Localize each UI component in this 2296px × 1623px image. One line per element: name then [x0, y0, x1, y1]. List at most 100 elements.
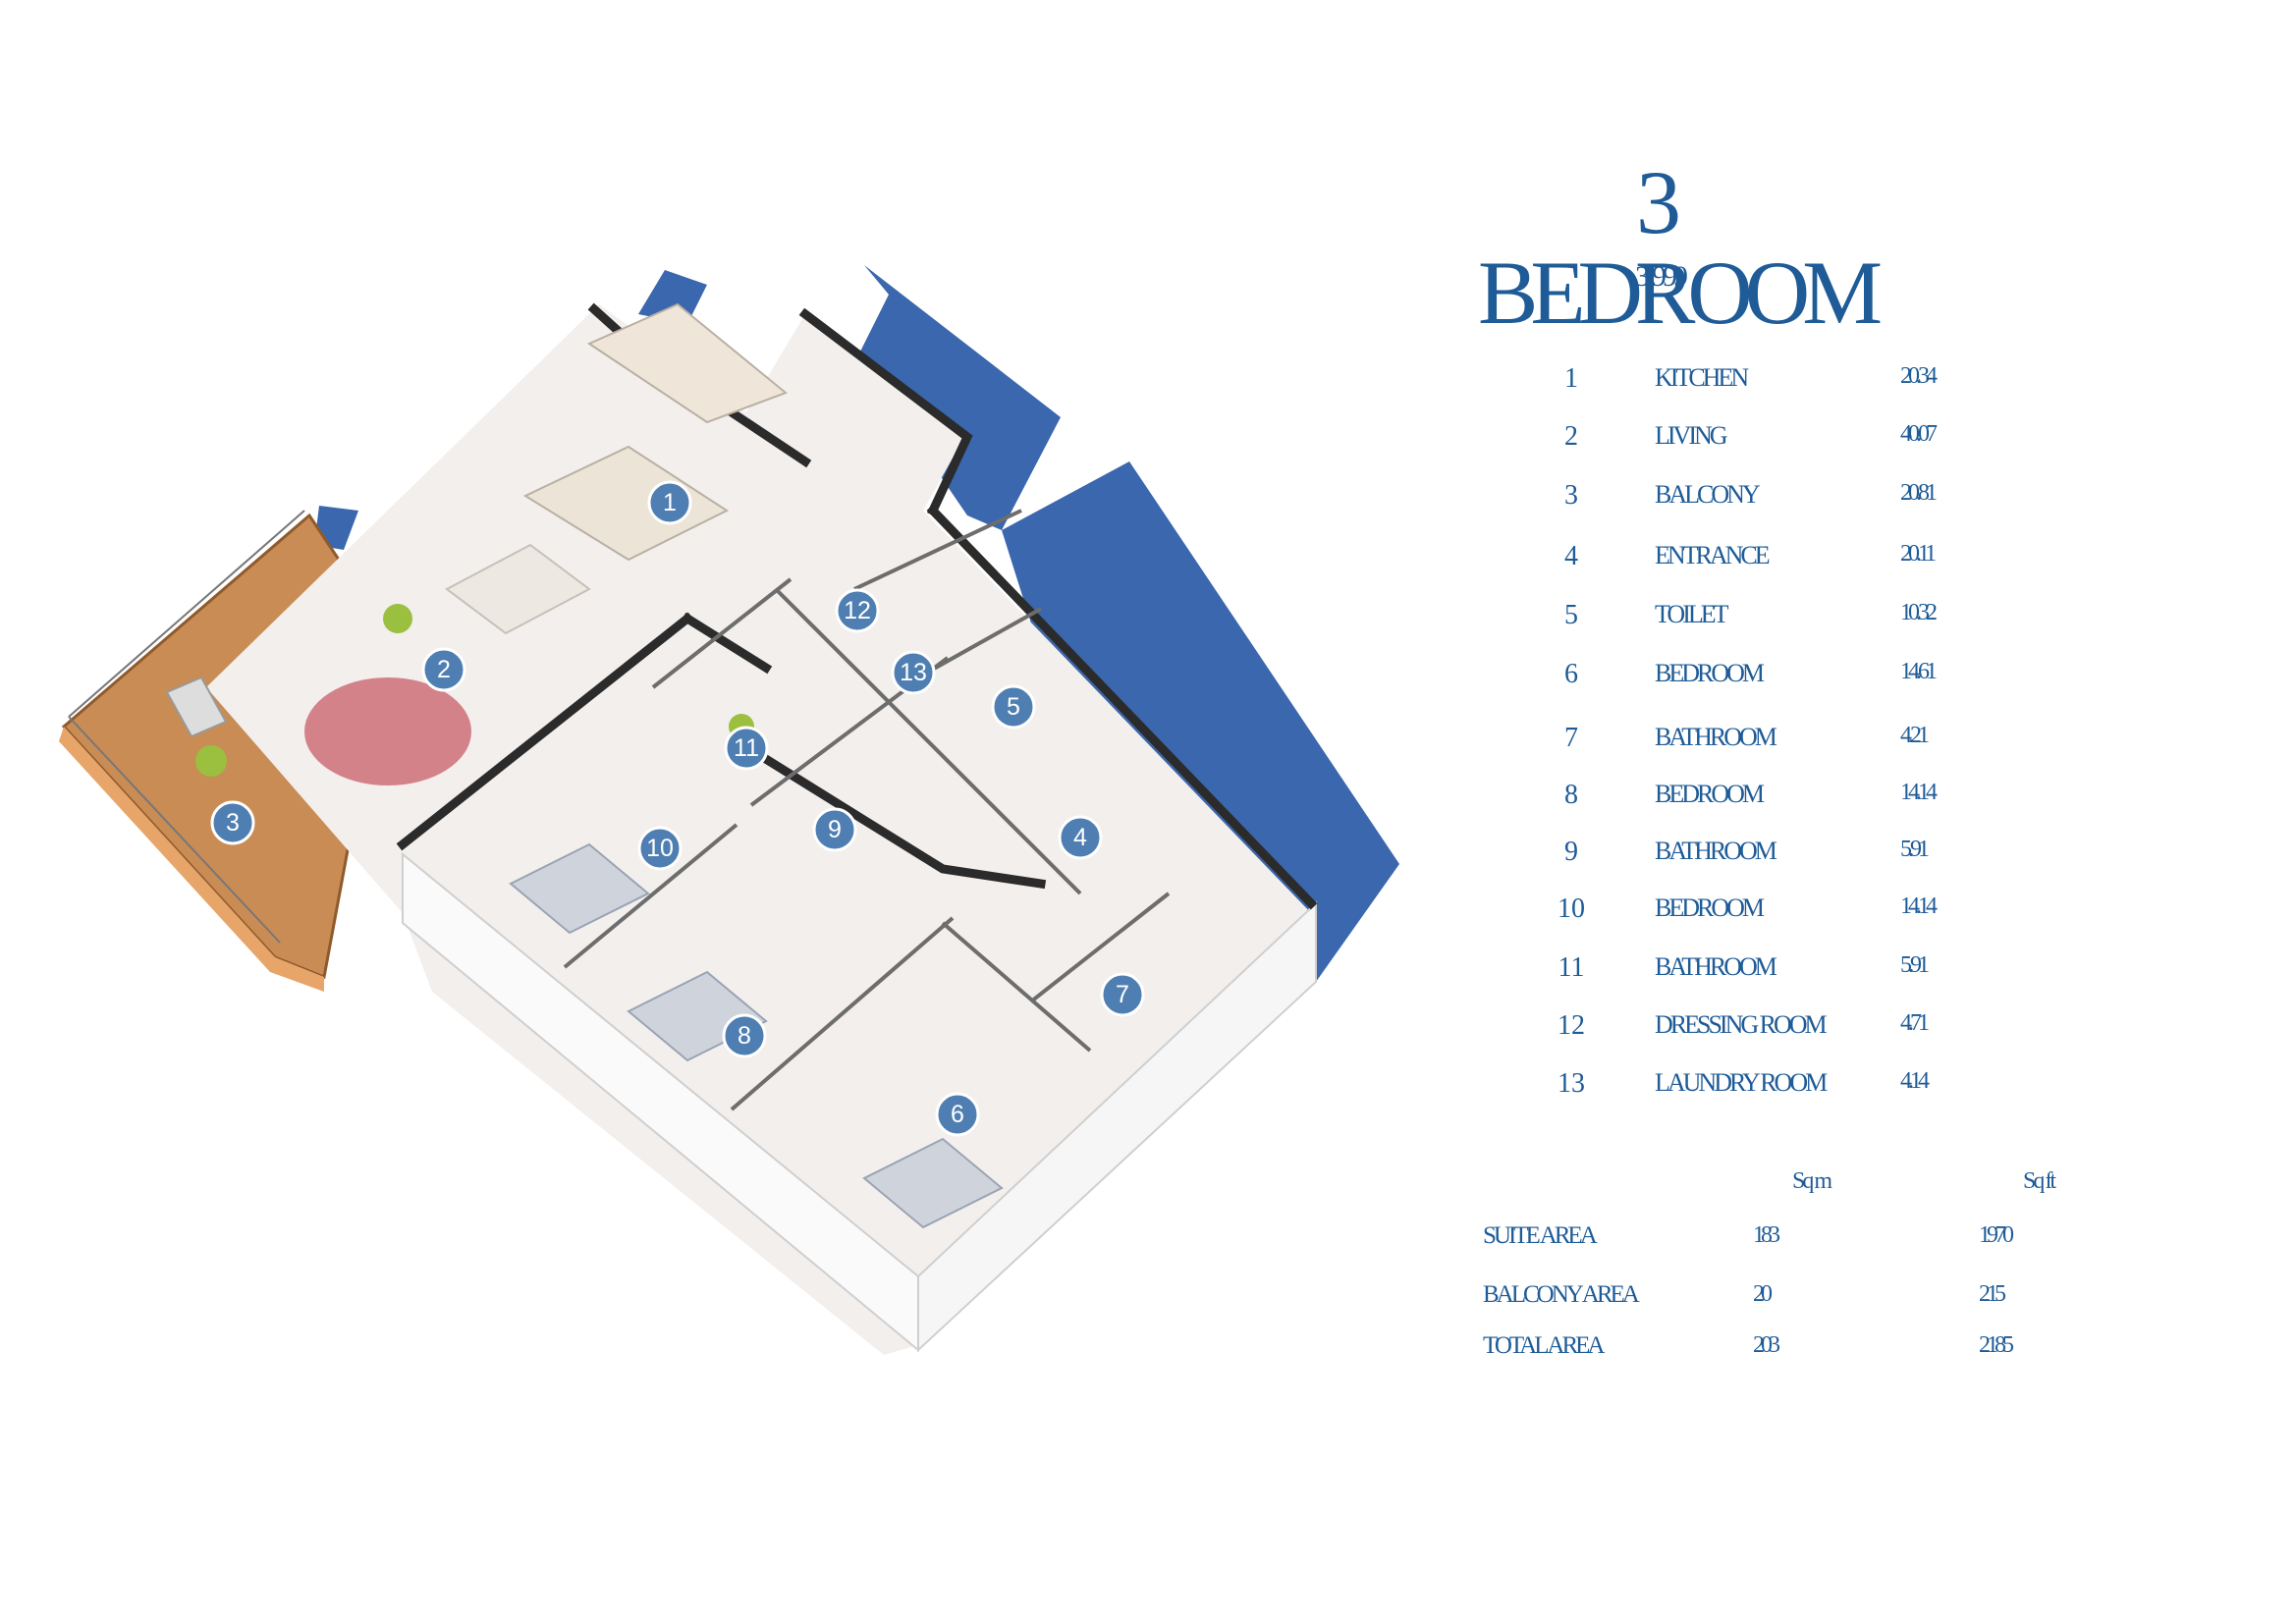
svg-text:2: 2 — [437, 656, 451, 683]
room-name: LIVING — [1655, 421, 1728, 450]
room-row: 4 ENTRANCE 20.11 — [1532, 541, 1984, 580]
room-name: BATHROOM — [1655, 952, 1777, 981]
room-marker-4: 4 — [1058, 815, 1103, 860]
svg-text:1: 1 — [663, 489, 677, 516]
room-marker-9: 9 — [812, 807, 857, 852]
summary-sqm: 183 — [1753, 1222, 1780, 1248]
summary-sqft: 215 — [1979, 1281, 2006, 1307]
room-marker-12: 12 — [835, 588, 880, 633]
room-marker-5: 5 — [991, 684, 1036, 730]
room-name: BATHROOM — [1655, 723, 1777, 751]
room-name: DRESSING ROOM — [1655, 1010, 1828, 1039]
room-area: 20.81 — [1900, 480, 1938, 506]
summary-label: SUITE AREA — [1483, 1222, 1598, 1249]
page-title: 3 BEDROOM — [1478, 152, 1883, 343]
room-number: 9 — [1564, 837, 1578, 867]
room-row: 1 KITCHEN 20.34 — [1532, 363, 1984, 403]
room-name: BEDROOM — [1655, 780, 1765, 808]
room-row: 9 BATHROOM 5.91 — [1532, 837, 1984, 876]
room-name: BALCONY — [1655, 480, 1761, 509]
floor-base — [206, 304, 1316, 1355]
room-row: 3 BALCONY 20.81 — [1532, 480, 1984, 519]
svg-text:7: 7 — [1116, 981, 1129, 1008]
room-marker-2: 2 — [421, 647, 466, 692]
room-number: 13 — [1558, 1068, 1585, 1099]
room-area: 5.91 — [1900, 837, 1930, 862]
balcony-edge — [59, 727, 324, 992]
summary-header-sqm: Sq m — [1792, 1168, 1832, 1194]
summary-label: TOTAL AREA — [1483, 1332, 1605, 1359]
room-marker-11: 11 — [724, 726, 769, 771]
facade-right — [917, 900, 1317, 1353]
interior-walls — [563, 509, 1171, 1111]
summary-sqm: 203 — [1753, 1332, 1780, 1358]
room-area: 10.32 — [1900, 600, 1938, 625]
svg-text:13: 13 — [900, 659, 927, 686]
room-area: 40.07 — [1900, 421, 1938, 447]
room-area: 5.91 — [1900, 952, 1930, 978]
room-row: 12 DRESSING ROOM 4.71 — [1532, 1010, 1984, 1050]
room-number: 12 — [1558, 1010, 1585, 1041]
room-row: 10 BEDROOM 14.14 — [1532, 893, 1984, 933]
room-marker-8: 8 — [722, 1013, 767, 1058]
room-number: 3 — [1564, 480, 1578, 511]
living-plant — [383, 604, 412, 633]
room-marker-1: 1 — [647, 480, 692, 525]
room-row: 5 TOILET 10.32 — [1532, 600, 1984, 639]
room-name: KITCHEN — [1655, 363, 1749, 392]
room-area: 20.34 — [1900, 363, 1938, 389]
room-number: 2 — [1564, 421, 1578, 452]
svg-text:3: 3 — [226, 809, 240, 837]
room-area: 14.14 — [1900, 780, 1938, 805]
dining-table — [445, 543, 591, 635]
svg-text:5: 5 — [1007, 693, 1020, 721]
balcony-railing — [68, 510, 305, 944]
kitchen-island — [522, 445, 730, 562]
summary-header-sqft: Sq ft — [2023, 1168, 2056, 1194]
room-area: 4.14 — [1900, 1068, 1930, 1094]
room-name: BEDROOM — [1655, 893, 1765, 922]
room-row: 13 LAUNDRY ROOM 4.14 — [1532, 1068, 1984, 1108]
summary-row: TOTAL AREA 203 2185 — [1483, 1332, 2072, 1372]
svg-text:6: 6 — [951, 1101, 964, 1128]
svg-text:12: 12 — [844, 597, 871, 624]
room-name: LAUNDRY ROOM — [1655, 1068, 1828, 1097]
room-marker-13: 13 — [891, 650, 936, 695]
room-number: 5 — [1564, 600, 1578, 630]
room-marker-3: 3 — [210, 800, 255, 845]
svg-text:9: 9 — [828, 816, 842, 843]
room-area: 4.71 — [1900, 1010, 1930, 1036]
svg-text:11: 11 — [734, 734, 759, 762]
room-name: BATHROOM — [1655, 837, 1777, 865]
room-marker-7: 7 — [1100, 972, 1145, 1017]
shadow-right — [1002, 461, 1399, 982]
room-area: 4.21 — [1900, 723, 1930, 748]
room-name: TOILET — [1655, 600, 1728, 628]
room-name: BEDROOM — [1655, 659, 1765, 687]
room-area: 14.14 — [1900, 893, 1938, 919]
bed-10 — [509, 842, 650, 935]
room-marker-10: 10 — [637, 826, 683, 871]
room-number: 4 — [1564, 541, 1578, 571]
svg-text:10: 10 — [646, 835, 674, 862]
floor-plan-rendering: 1 2 3 4 5 6 7 8 9 10 11 12 13 — [59, 265, 1399, 1355]
room-number: 10 — [1558, 893, 1585, 924]
room-number: 1 — [1564, 363, 1578, 394]
page-subtitle: 3·999 — [1635, 260, 1688, 293]
living-rug — [304, 677, 471, 785]
room-area: 20.11 — [1900, 541, 1937, 567]
balcony-lounger — [165, 676, 228, 738]
room-name: ENTRANCE — [1655, 541, 1771, 569]
shadow-top — [845, 265, 1061, 530]
bed-6 — [862, 1137, 1004, 1229]
room-number: 6 — [1564, 659, 1578, 689]
balcony-plant — [195, 745, 227, 777]
kitchen-counter — [586, 302, 788, 424]
summary-sqft: 2185 — [1979, 1332, 2014, 1358]
